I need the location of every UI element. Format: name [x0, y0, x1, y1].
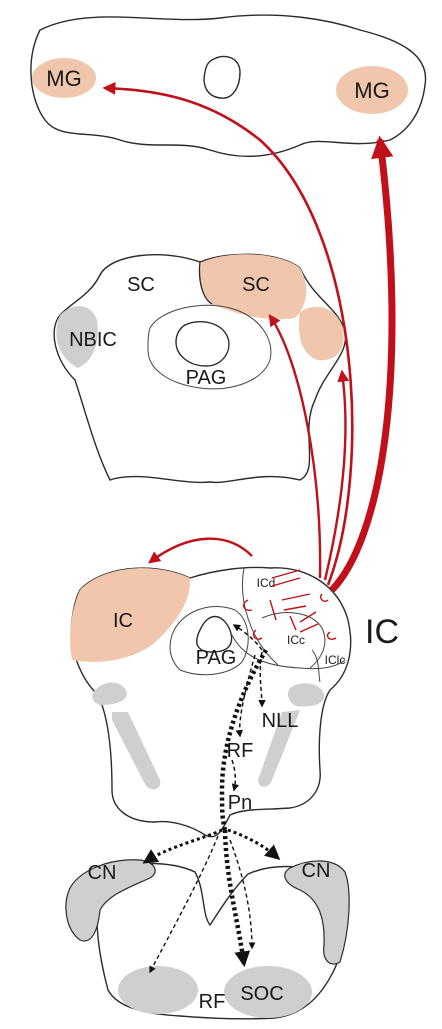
nll-gray-left-top: [92, 682, 127, 705]
icd-label: ICd: [257, 576, 276, 590]
nll-gray-right-top: [288, 683, 325, 707]
ic-to-mg-ipsi-arrow: [329, 135, 396, 593]
sc-left-label: SC: [127, 274, 155, 296]
icc-label: ICc: [287, 633, 305, 647]
cn-right-nucleus: [284, 860, 350, 965]
iclc-boundary: [311, 649, 321, 683]
ic-right-big-label: IC: [365, 613, 399, 651]
rf-brainstem-label: RF: [199, 991, 226, 1013]
cn-left-nucleus: [65, 859, 156, 942]
soc-label: SOC: [240, 983, 283, 1005]
ll-gray-right: [258, 710, 300, 787]
ic-to-sc-arrow: [268, 314, 322, 579]
nll-label: NLL: [262, 710, 299, 732]
inferior-colliculus-section: IC IC PAG ICd ICc IClc NLL RF Pn: [70, 566, 399, 838]
ic-left-nucleus: [70, 568, 191, 662]
thalamus-section: MG MG: [30, 14, 427, 158]
cn-left-label: CN: [88, 862, 117, 884]
iclc-label: IClc: [325, 653, 346, 667]
sc-right-nucleus: [200, 254, 307, 320]
pn-label: Pn: [228, 792, 252, 814]
rf-gray-nucleus: [118, 966, 198, 1014]
ll-gray-left: [112, 712, 161, 790]
ic-to-pn-descending-thick: [219, 648, 268, 831]
mg-right-label: MG: [354, 78, 389, 103]
descending-projections: [142, 624, 281, 974]
ic-to-nll-arrow: [258, 651, 266, 708]
ic-midline: [231, 634, 346, 670]
to-soc-thick-arrow: [222, 829, 251, 968]
sc-left-boundary: [198, 261, 213, 305]
ascending-projections: [102, 81, 396, 593]
ic-to-pag-arrow: [232, 624, 263, 651]
sc-right-label: SC: [242, 274, 270, 296]
pag-sc-label: PAG: [186, 367, 227, 389]
mg-left-label: MG: [46, 66, 81, 91]
ic-right-inner-boundary: [242, 567, 279, 666]
superior-colliculus-section: SC SC NBIC PAG: [53, 253, 347, 484]
to-rf-left-arrow: [149, 835, 219, 974]
ic-commissural-arrow: [148, 537, 253, 564]
pag-outer: [147, 304, 272, 390]
intrinsic-connections-icon: [242, 569, 337, 641]
mg-left-nucleus: [32, 58, 96, 98]
to-cn-left-arrow: [142, 828, 223, 864]
ic-to-mg-contra-arrow: [102, 81, 354, 586]
aqueduct: [175, 321, 230, 367]
ic-aqueduct: [196, 615, 233, 653]
icc-boundary: [261, 612, 326, 669]
cn-right-label: CN: [302, 860, 331, 882]
pag-ic-outer: [169, 606, 249, 676]
nbic-nucleus: [56, 305, 98, 368]
nbic-label: NBIC: [69, 329, 117, 351]
ic-to-sc-lateral-arrow: [323, 369, 350, 581]
third-ventricle: [203, 55, 241, 99]
ic-to-rf-arrow: [235, 654, 256, 738]
brainstem-section: CN CN RF SOC: [65, 859, 350, 1020]
mg-right-nucleus: [336, 66, 408, 114]
rf-ic-label: RF: [227, 740, 254, 762]
to-soc-thin-arrow: [229, 839, 256, 950]
soc-gray-nucleus: [224, 966, 312, 1018]
sc-lateral-target: [298, 306, 344, 361]
pag-ic-label: PAG: [196, 647, 237, 669]
ic-to-pn-arrow: [231, 759, 240, 792]
ic-left-label: IC: [113, 610, 133, 632]
